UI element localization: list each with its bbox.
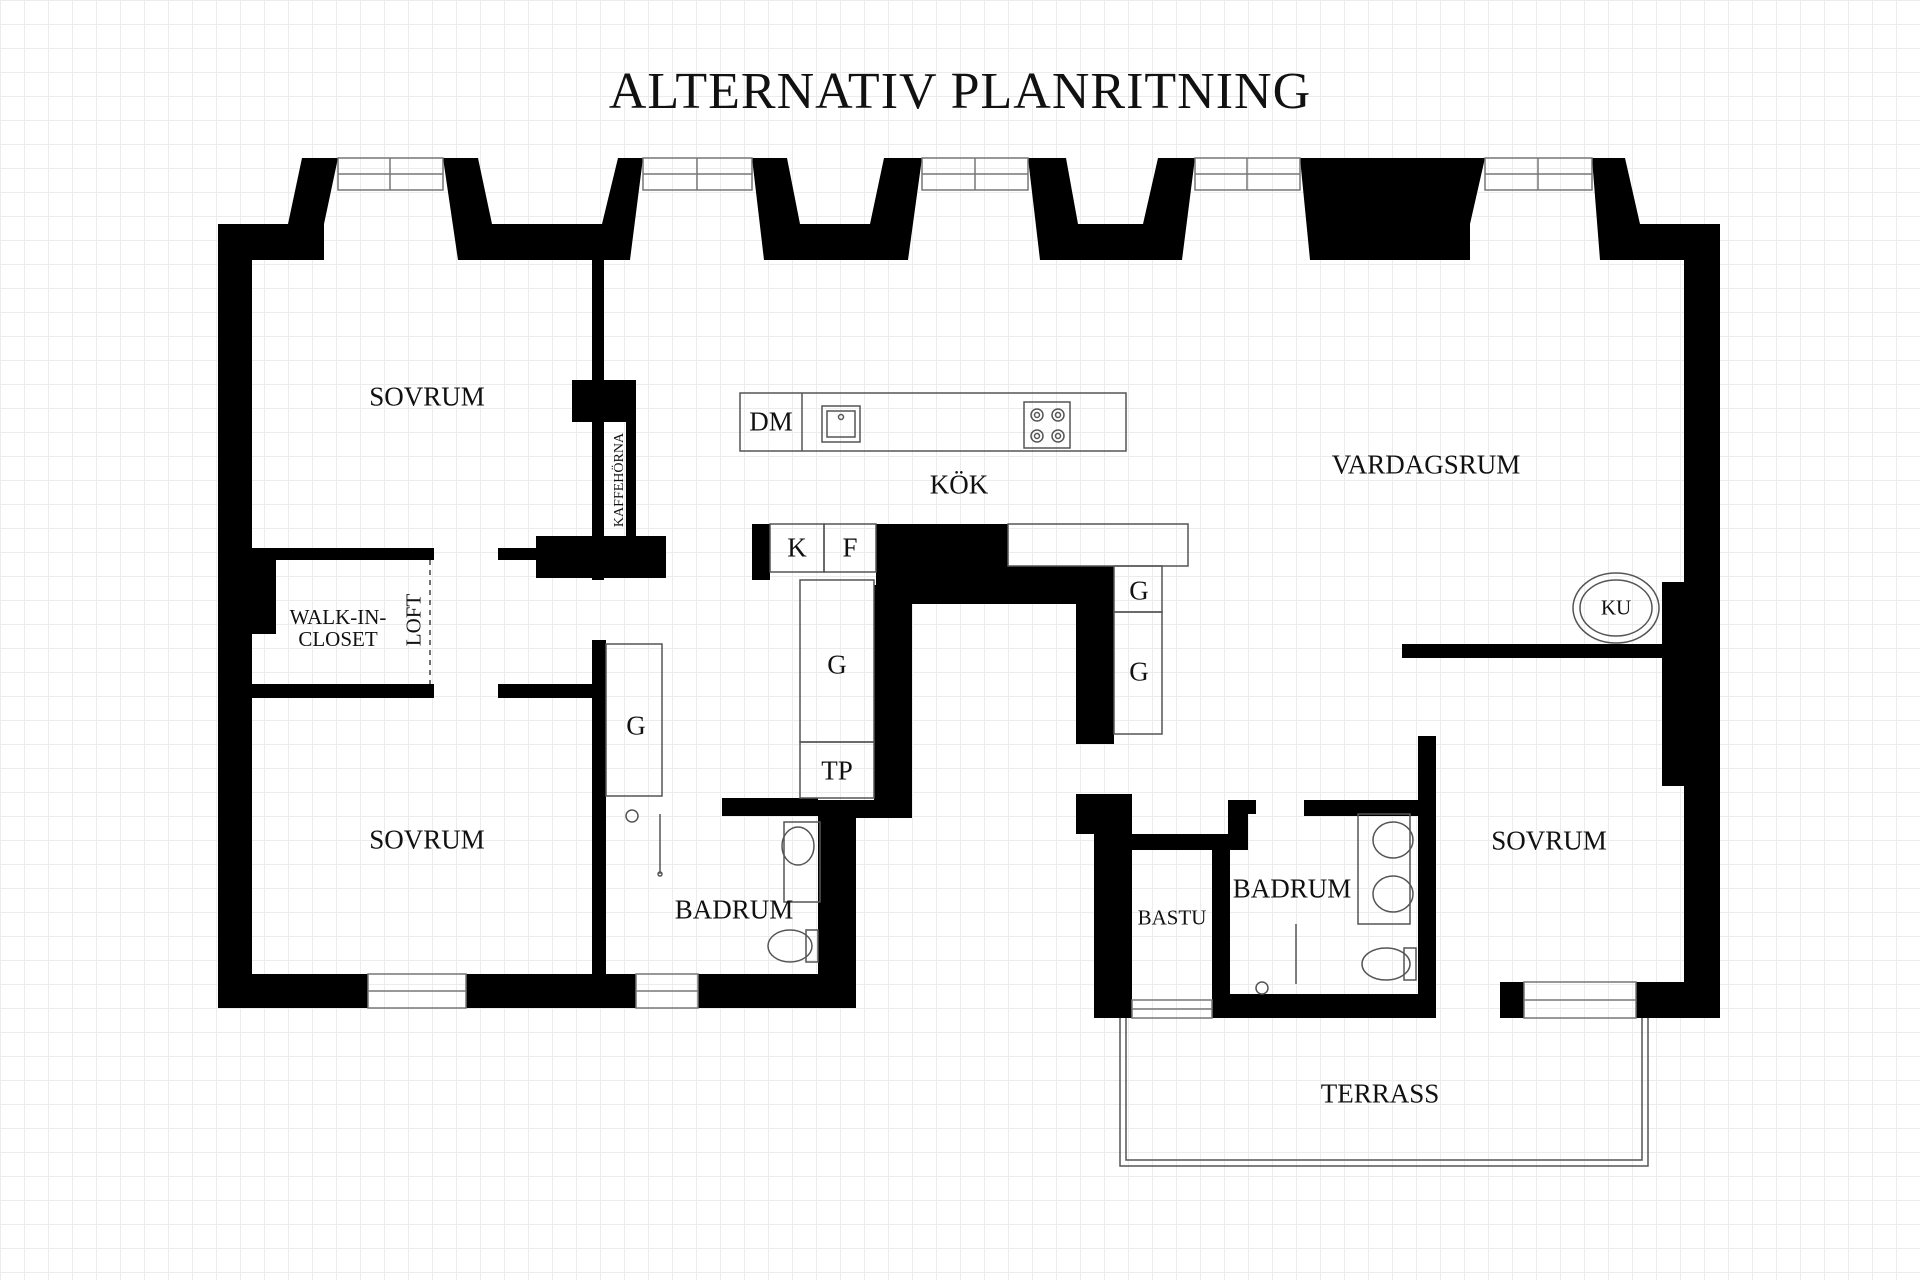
wall-kaffe-foot: [636, 566, 666, 578]
kitchen-island: [739, 392, 1127, 452]
room-label-terrass: TERRASS: [1320, 1078, 1440, 1109]
wall-closet-west: [252, 560, 276, 634]
wall-pier-4: [1028, 158, 1195, 260]
walk-in-line-2: CLOSET: [298, 627, 378, 651]
fixture-label-g-island-top: G: [1129, 575, 1149, 606]
wall-pier-2: [443, 158, 643, 260]
wall-bastu-stub: [1076, 794, 1114, 834]
wall-kitchen-sw: [874, 585, 912, 818]
room-label-bastu: BASTU: [1137, 905, 1207, 930]
cabinet-tp: [799, 741, 875, 799]
fixture-label-f: F: [842, 532, 858, 563]
fixture-label-dm: DM: [749, 406, 793, 437]
wall-bath-right-bottom: [1212, 994, 1436, 1018]
wall-bastu-east: [1212, 850, 1230, 1018]
room-label-vardagsrum: VARDAGSRUM: [1331, 449, 1521, 480]
wall-bottom-left-2: [466, 974, 636, 1008]
washbasin-left: [783, 821, 821, 903]
fixture-label-g-kitchen: G: [827, 649, 847, 680]
room-label-badrum-right: BADRUM: [1232, 873, 1352, 904]
wall-hall-west: [592, 640, 606, 974]
wall-central-right: [1076, 566, 1114, 744]
counter-right: [1007, 523, 1189, 567]
ku-fixture: [1572, 572, 1660, 644]
wall-right-pillar: [1662, 582, 1686, 786]
wall-outer-left: [218, 224, 252, 1008]
cabinet-g-bottom: [1113, 611, 1163, 735]
room-label-kaffehorna: KAFFEHÖRNA: [612, 432, 627, 528]
wall-bath-left-east: [818, 800, 856, 1008]
fixture-label-tp: TP: [821, 755, 853, 786]
wall-bath-right-east: [1418, 736, 1436, 1018]
wall-counter-left: [752, 524, 770, 580]
wall-bottom-right-1: [1500, 982, 1524, 1018]
wall-closet-top: [252, 548, 434, 560]
wall-bastu-top: [1132, 834, 1242, 850]
fixture-label-g-island-bottom: G: [1129, 656, 1149, 687]
page-title: ALTERNATIV PLANRITNING: [608, 63, 1312, 120]
wall-pier-5: [1300, 158, 1485, 260]
walk-in-line-1: WALK-IN-: [289, 604, 387, 629]
wall-bastu-notch-2: [1240, 800, 1256, 814]
wall-bottom-right-2: [1636, 982, 1720, 1018]
fixtures: [605, 392, 1660, 1167]
room-label-walk-in-closet: WALK-IN- CLOSET: [290, 606, 387, 650]
washbasin-right: [1357, 813, 1411, 925]
room-label-sovrum-right: SOVRUM: [1491, 825, 1607, 856]
wall-kaffe-top: [572, 380, 636, 422]
room-label-sovrum-bottom-left: SOVRUM: [369, 824, 485, 855]
wall-closet-top-right: [498, 548, 536, 560]
fixture-label-k: K: [787, 532, 807, 563]
wall-bath-left-top: [722, 798, 818, 816]
room-label-badrum-left: BADRUM: [674, 894, 794, 925]
wall-outer-right: [1684, 224, 1720, 1018]
walls: [218, 158, 1720, 1018]
cabinet-g-hall: [605, 643, 663, 797]
wall-pier-1: [288, 158, 338, 260]
stove-icon: [1023, 401, 1071, 449]
wall-bottom-left-1: [218, 974, 368, 1008]
wall-kaffe-side: [626, 422, 636, 536]
terrace-outline: [1119, 1018, 1649, 1167]
fixture-label-ku: KU: [1600, 595, 1632, 620]
wall-closet-bottom: [252, 684, 434, 698]
sink-icon: [821, 405, 861, 443]
freezer-unit: [823, 523, 877, 573]
wall-sovrum-right-top: [1402, 644, 1664, 658]
wall-bath-right-top: [1304, 800, 1418, 816]
wall-pier-3: [752, 158, 922, 260]
wall-top-left: [218, 224, 288, 260]
wall-central-ledge: [912, 566, 1088, 604]
wall-closet-bottom-right: [498, 684, 594, 698]
room-label-loft: LOFT: [401, 593, 426, 647]
room-label-kok: KÖK: [929, 469, 989, 500]
fixture-label-g-hall: G: [626, 710, 646, 741]
toilet-left: [767, 929, 813, 963]
windows: [337, 157, 1637, 1019]
room-label-sovrum-top: SOVRUM: [369, 381, 485, 412]
toilet-right: [1361, 947, 1411, 981]
